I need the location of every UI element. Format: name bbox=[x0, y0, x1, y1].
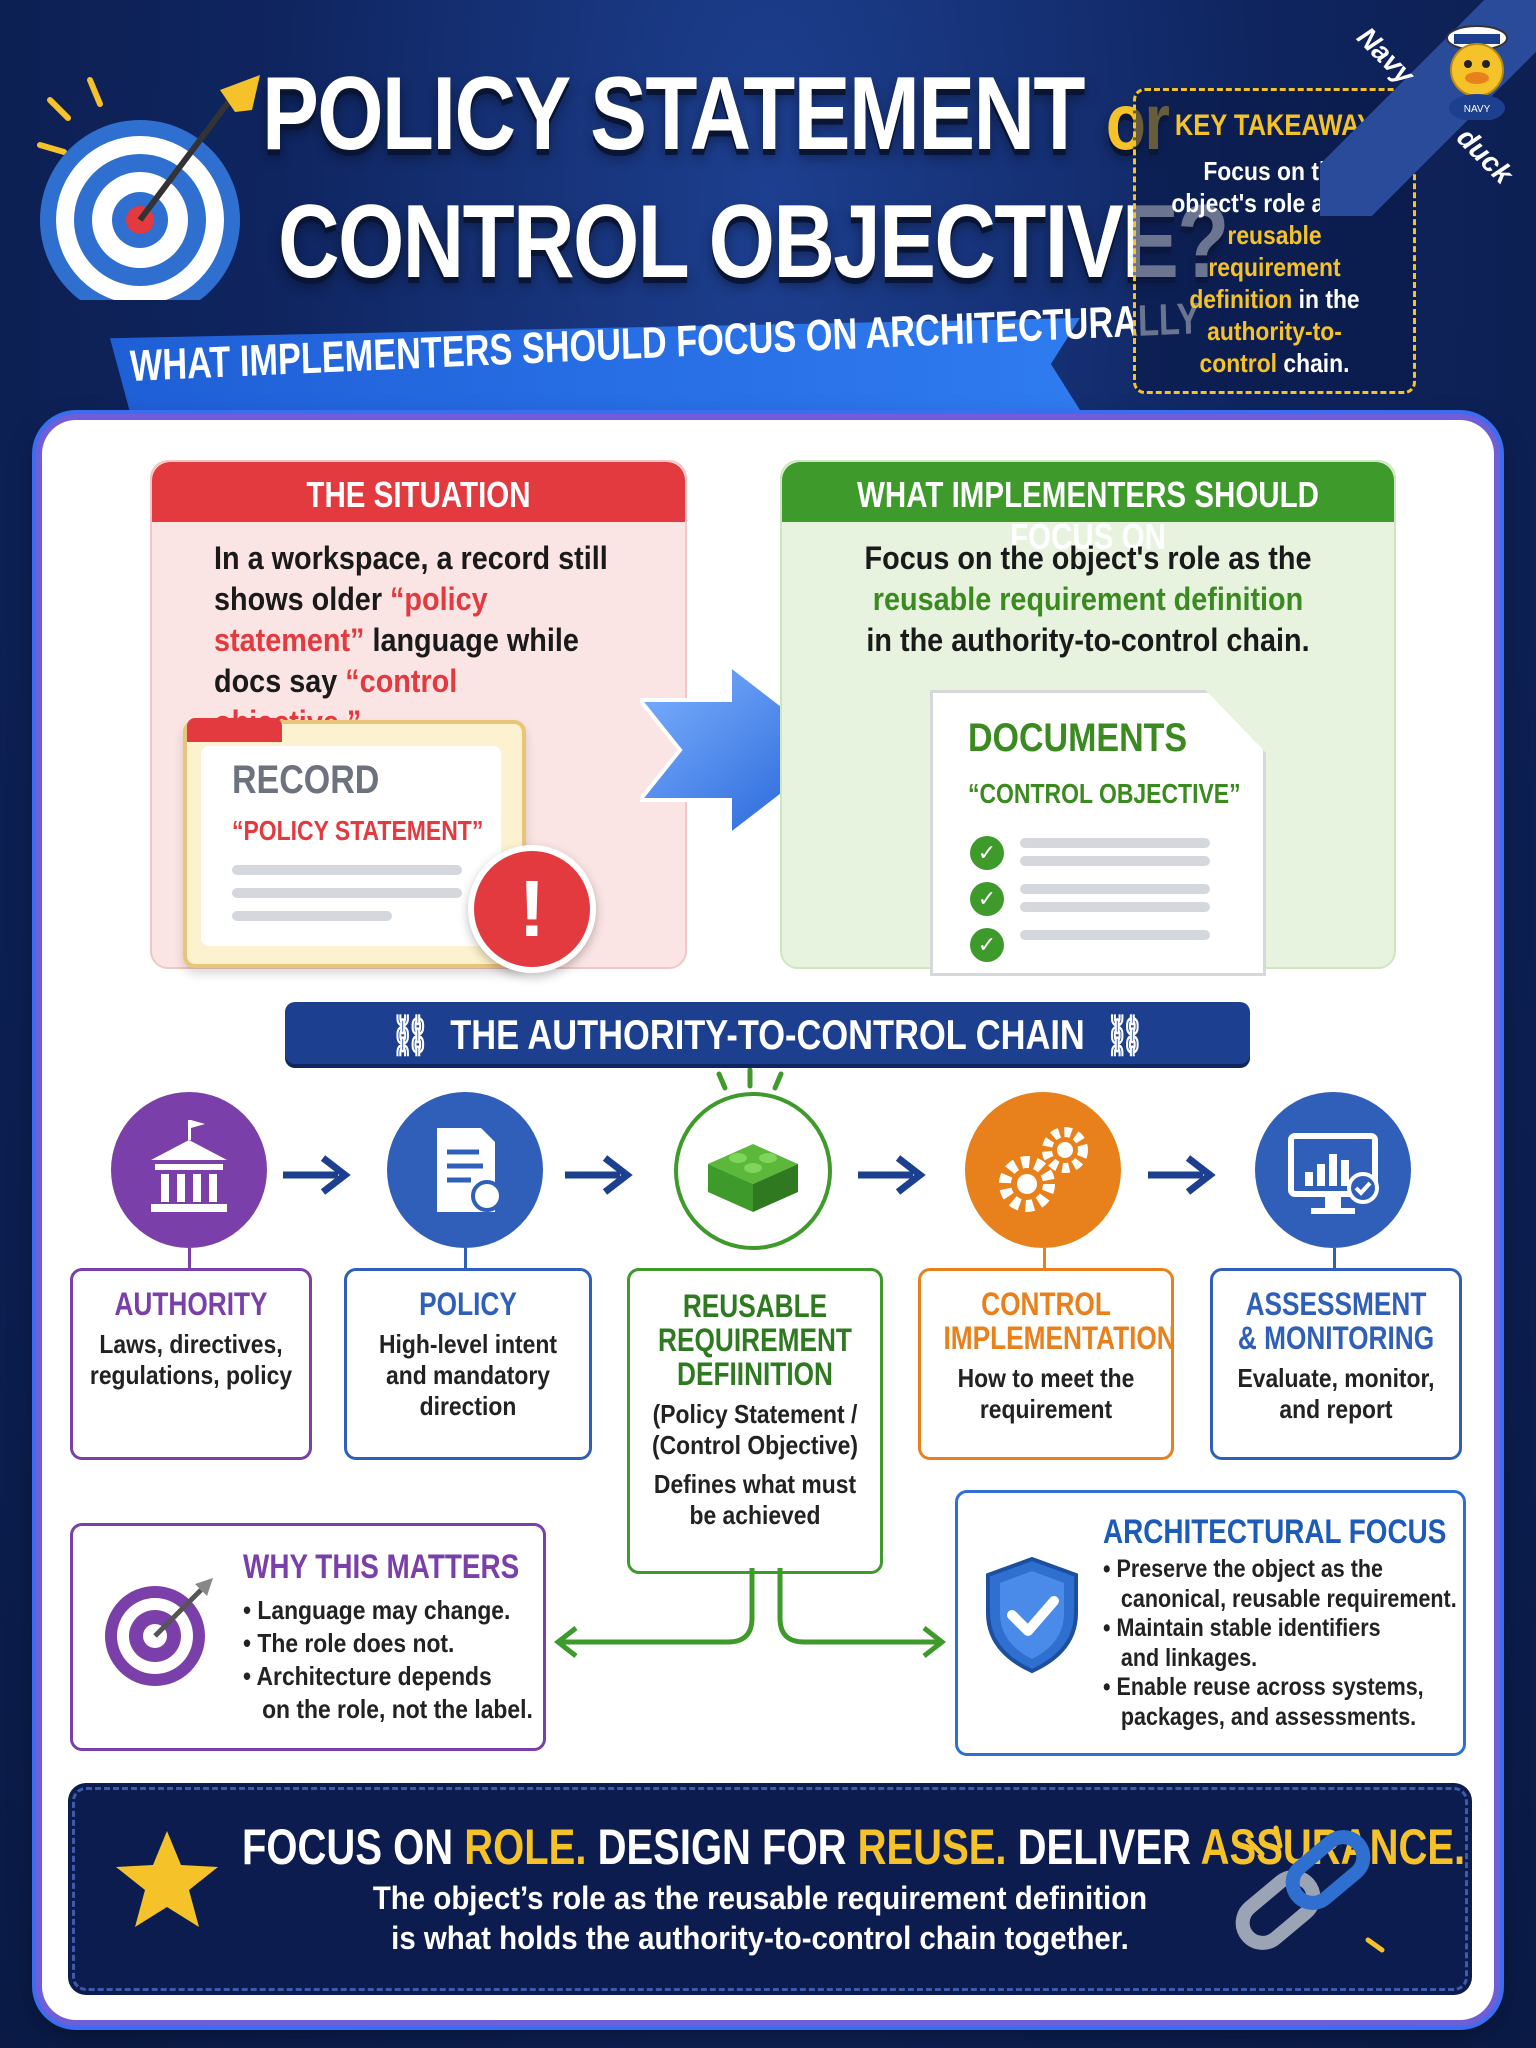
step-assessment-monitoring: ASSESSMENT & MONITORING Evaluate, monito… bbox=[1210, 1268, 1462, 1460]
doc-subtitle: “CONTROL OBJECTIVE” bbox=[968, 778, 1241, 809]
record-title: RECORD bbox=[232, 758, 380, 802]
title-line-2: CONTROL OBJECTIVE? bbox=[278, 184, 1229, 300]
focus-header: WHAT IMPLEMENTERS SHOULD FOCUS ON bbox=[782, 462, 1394, 557]
duck-mascot-icon: NAVY bbox=[1432, 20, 1522, 122]
step-desc: How to meet the requirement bbox=[957, 1363, 1135, 1424]
star-icon bbox=[112, 1825, 222, 1940]
highlight-rays-icon bbox=[716, 1068, 784, 1091]
target-icon bbox=[101, 1574, 217, 1695]
branch-arrows bbox=[553, 1568, 947, 1658]
flow-arrow-icon bbox=[565, 1155, 633, 1195]
gears-icon bbox=[965, 1092, 1121, 1248]
flow-arrow-icon bbox=[283, 1155, 351, 1195]
footer-banner bbox=[72, 1787, 1468, 1991]
architectural-focus-box: ARCHITECTURAL FOCUS • Preserve the objec… bbox=[955, 1490, 1466, 1756]
record-illustration bbox=[183, 718, 526, 968]
doc-title: DOCUMENTS bbox=[968, 716, 1188, 760]
step-title: REUSABLE REQUIREMENT DEFIINITION bbox=[658, 1288, 852, 1392]
flow-arrow-icon bbox=[1148, 1155, 1216, 1195]
step-title: POLICY bbox=[419, 1286, 517, 1322]
check-icon: ✓ bbox=[970, 928, 1004, 962]
arch-title: ARCHITECTURAL FOCUS bbox=[1103, 1513, 1447, 1551]
step-title: ASSESSMENT & MONITORING bbox=[1237, 1286, 1435, 1356]
step-title: CONTROL IMPLEMENTATION bbox=[943, 1286, 1176, 1356]
capitol-building-icon bbox=[111, 1092, 267, 1248]
arch-list: • Preserve the object as the canonical, … bbox=[1103, 1555, 1457, 1731]
transition-arrow-icon bbox=[635, 660, 844, 840]
chain-link-icon: ⛓ bbox=[389, 1014, 432, 1058]
chain-links-icon bbox=[1218, 1810, 1398, 1975]
why-list: • Language may change. • The role does n… bbox=[243, 1595, 533, 1724]
key-takeaway-body: Focus on the object's role as the reusab… bbox=[1171, 156, 1377, 378]
chain-banner bbox=[285, 1002, 1250, 1064]
step-control-implementation: CONTROL IMPLEMENTATION How to meet the r… bbox=[918, 1268, 1176, 1460]
why-this-matters-box: WHY THIS MATTERS • Language may change. … bbox=[70, 1523, 546, 1751]
step-title: AUTHORITY bbox=[114, 1286, 268, 1322]
situation-header: THE SITUATION bbox=[152, 462, 685, 522]
duck-shirt-text: NAVY bbox=[1464, 104, 1491, 115]
certificate-document-icon bbox=[387, 1092, 543, 1248]
target-dart-icon bbox=[30, 60, 270, 320]
monitor-chart-icon bbox=[1255, 1092, 1411, 1248]
title-line-1: POLICY STATEMENT or bbox=[262, 62, 1170, 166]
situation-header-text: THE SITUATION bbox=[306, 474, 531, 515]
chain-link-icon: ⛓ bbox=[1103, 1014, 1146, 1058]
building-block-icon bbox=[674, 1092, 832, 1250]
chain-title: ⛓ THE AUTHORITY-TO-CONTROL CHAIN ⛓ bbox=[389, 1011, 1146, 1058]
focus-header-text: WHAT IMPLEMENTERS SHOULD FOCUS ON bbox=[857, 474, 1319, 557]
shield-check-icon bbox=[982, 1555, 1082, 1680]
check-icon: ✓ bbox=[970, 836, 1004, 870]
check-icon: ✓ bbox=[970, 882, 1004, 916]
step-desc: Evaluate, monitor, and report bbox=[1237, 1363, 1435, 1424]
situation-text: In a workspace, a record still shows old… bbox=[214, 540, 608, 740]
footer-slogan: FOCUS ON ROLE. DESIGN FOR REUSE. DELIVER… bbox=[242, 1819, 1466, 1875]
step-desc-2: Defines what must be achieved bbox=[653, 1469, 857, 1530]
record-subtitle: “POLICY STATEMENT” bbox=[232, 815, 484, 846]
step-desc: (Policy Statement / (Control Objective) bbox=[652, 1399, 858, 1460]
step-reusable-requirement: REUSABLE REQUIREMENT DEFIINITION (Policy… bbox=[627, 1268, 883, 1574]
step-desc: Laws, directives, regulations, policy bbox=[89, 1329, 293, 1390]
step-desc: High-level intent and mandatory directio… bbox=[379, 1329, 557, 1421]
footer-message: The object’s role as the reusable requir… bbox=[372, 1880, 1148, 1956]
step-authority: AUTHORITY Laws, directives, regulations,… bbox=[70, 1268, 312, 1460]
step-policy: POLICY High-level intent and mandatory d… bbox=[344, 1268, 592, 1460]
flow-arrow-icon bbox=[858, 1155, 926, 1195]
alert-icon: ! bbox=[468, 845, 596, 973]
why-title: WHY THIS MATTERS bbox=[243, 1548, 520, 1586]
